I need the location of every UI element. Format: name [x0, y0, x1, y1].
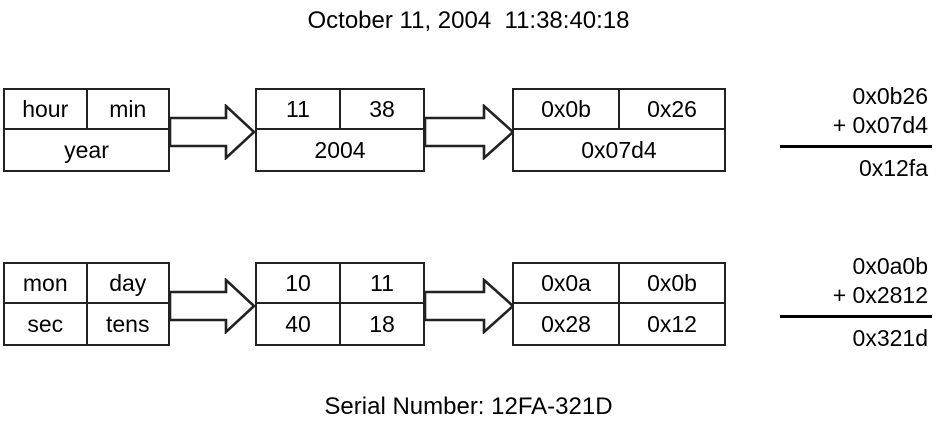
- block-arrow-right-icon: [170, 104, 256, 160]
- cell-day: day: [109, 269, 147, 296]
- page-title: October 11, 2004 11:38:40:18: [307, 7, 630, 34]
- cell-tens-hex: 0x12: [647, 310, 697, 337]
- struct-row-bottom: 40 18: [257, 304, 423, 344]
- cell-tens-value: 18: [369, 310, 395, 337]
- struct-row-bottom: sec tens: [5, 304, 168, 344]
- cell-min: min: [109, 95, 147, 122]
- cell-mon: mon: [5, 264, 88, 302]
- struct-row-bottom: 0x07d4: [514, 130, 724, 170]
- cell-sec-hex: 0x28: [514, 304, 620, 344]
- struct-box-decimal-row1: 11 38 2004: [255, 88, 425, 172]
- serial-number-caption: Serial Number: 12FA-321D: [324, 393, 613, 420]
- cell-hour: hour: [5, 90, 88, 128]
- struct-row-bottom: 2004: [257, 130, 423, 170]
- struct-box-field-names-row2: mon day sec tens: [3, 262, 170, 346]
- checksum-operand-2: + 0x2812: [832, 282, 928, 308]
- cell-mon-value: 10: [257, 264, 341, 302]
- struct-row-top: mon day: [5, 264, 168, 304]
- struct-row-top: 10 11: [257, 264, 423, 304]
- cell-year-hex: 0x07d4: [581, 136, 657, 163]
- checksum-block-2: 0x0a0b + 0x2812 0x321d: [780, 252, 932, 353]
- struct-row-bottom: year: [5, 130, 168, 170]
- struct-box-decimal-row2: 10 11 40 18: [255, 262, 425, 346]
- checksum-operand-1: 0x0a0b: [852, 253, 928, 279]
- checksum-operand-1: 0x0b26: [852, 83, 928, 109]
- cell-hour-value: 11: [257, 90, 341, 128]
- struct-row-bottom: 0x28 0x12: [514, 304, 724, 344]
- struct-row-top: hour min: [5, 90, 168, 130]
- checksum-result: 0x321d: [852, 325, 928, 351]
- struct-row-top: 11 38: [257, 90, 423, 130]
- cell-sec: sec: [5, 304, 88, 344]
- struct-box-field-names-row1: hour min year: [3, 88, 170, 172]
- cell-min-value: 38: [369, 95, 395, 122]
- checksum-result: 0x12fa: [858, 155, 928, 181]
- checksum-operand-2: + 0x07d4: [832, 112, 928, 138]
- cell-year-value: 2004: [314, 136, 366, 163]
- cell-day-hex: 0x0b: [647, 269, 697, 296]
- struct-row-top: 0x0a 0x0b: [514, 264, 724, 304]
- cell-mon-hex: 0x0a: [514, 264, 620, 302]
- cell-day-value: 11: [370, 269, 394, 296]
- cell-year: year: [64, 136, 109, 163]
- block-arrow-right-icon: [170, 278, 256, 334]
- checksum-rule: [780, 145, 932, 148]
- cell-sec-value: 40: [257, 304, 341, 344]
- cell-min-hex: 0x26: [647, 95, 697, 122]
- struct-row-top: 0x0b 0x26: [514, 90, 724, 130]
- block-arrow-right-icon: [425, 104, 515, 160]
- cell-tens: tens: [106, 310, 150, 337]
- struct-box-hex-row2: 0x0a 0x0b 0x28 0x12: [512, 262, 726, 346]
- checksum-rule: [780, 315, 932, 318]
- checksum-block-1: 0x0b26 + 0x07d4 0x12fa: [780, 82, 932, 183]
- cell-hour-hex: 0x0b: [514, 90, 620, 128]
- struct-box-hex-row1: 0x0b 0x26 0x07d4: [512, 88, 726, 172]
- block-arrow-right-icon: [425, 278, 515, 334]
